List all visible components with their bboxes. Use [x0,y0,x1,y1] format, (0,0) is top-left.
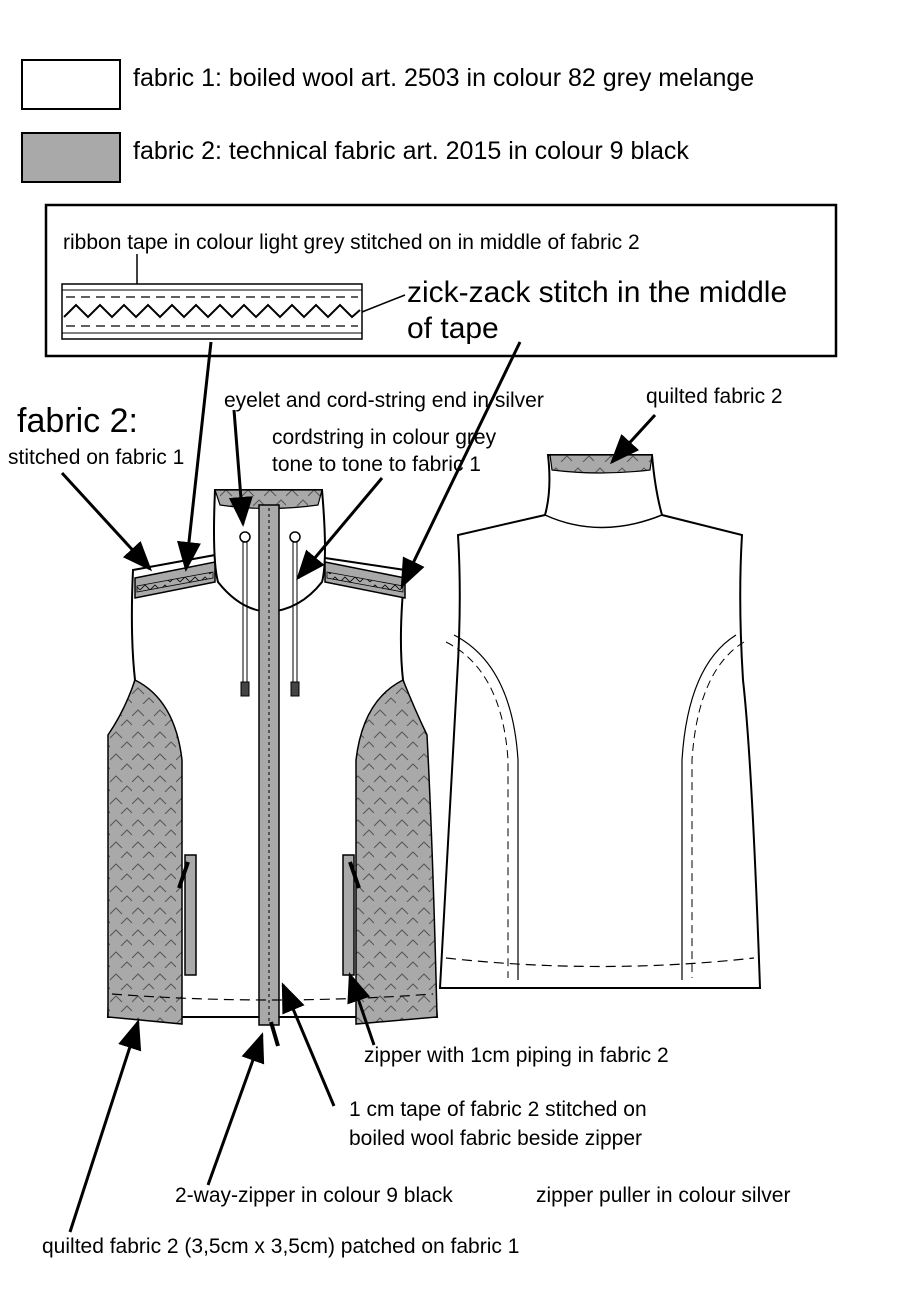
cordstring-note-line2: tone to tone to fabric 1 [272,453,481,476]
zipper-piping-note: zipper with 1cm piping in fabric 2 [364,1044,669,1067]
arrow-zipper-puller [269,1021,280,1047]
tape-note-line2: boiled wool fabric beside zipper [349,1127,643,1150]
back-vest [438,454,762,989]
tape-note-line1: 1 cm tape of fabric 2 stitched on [349,1098,647,1121]
leader-arrows [60,341,657,1233]
arrow-eyelet [228,409,253,527]
arrow-tape-beside-zipper [281,982,336,1107]
arrow-ribbon-tape-right [400,341,522,589]
legend-fabric2-text: fabric 2: technical fabric art. 2015 in … [133,137,689,165]
two-way-zipper-note: 2-way-zipper in colour 9 black [175,1184,453,1207]
zipper-puller-note: zipper puller in colour silver [536,1184,791,1207]
arrow-quilted-back [609,413,657,465]
quilted-patch-note: quilted fabric 2 (3,5cm x 3,5cm) patched… [42,1235,520,1258]
cordstring-note-line1: cordstring in colour grey [272,426,497,449]
arrow-quilted-patch [68,1019,142,1233]
ribbon-note: ribbon tape in colour light grey stitche… [63,231,640,254]
front-vest [106,489,439,1026]
arrow-cordstring [296,477,384,581]
ribbon-tape-detail [61,283,363,340]
stitch-note-line2: of tape [407,312,499,345]
quilted-back-note: quilted fabric 2 [646,385,783,408]
legend-swatch-fabric2 [21,132,121,183]
arrow-two-way-zipper [206,1032,265,1186]
stitch-note-line1: zick-zack stitch in the middle [407,276,788,309]
arrow-zipper-piping [347,972,376,1046]
legend-fabric1-text: fabric 1: boiled wool art. 2503 in colou… [133,64,755,92]
arrow-ribbon-tape-left [177,341,213,572]
arrow-fabric2-shoulder [60,471,153,572]
arrow-pocket-left [177,861,190,889]
fabric2-sub: stitched on fabric 1 [8,446,185,469]
arrow-pocket-right [348,861,361,889]
fabric2-title: fabric 2: [17,402,138,440]
detail-box [44,203,838,358]
eyelet-note: eyelet and cord-string end in silver [224,389,544,412]
legend-swatch-fabric1 [21,59,121,110]
